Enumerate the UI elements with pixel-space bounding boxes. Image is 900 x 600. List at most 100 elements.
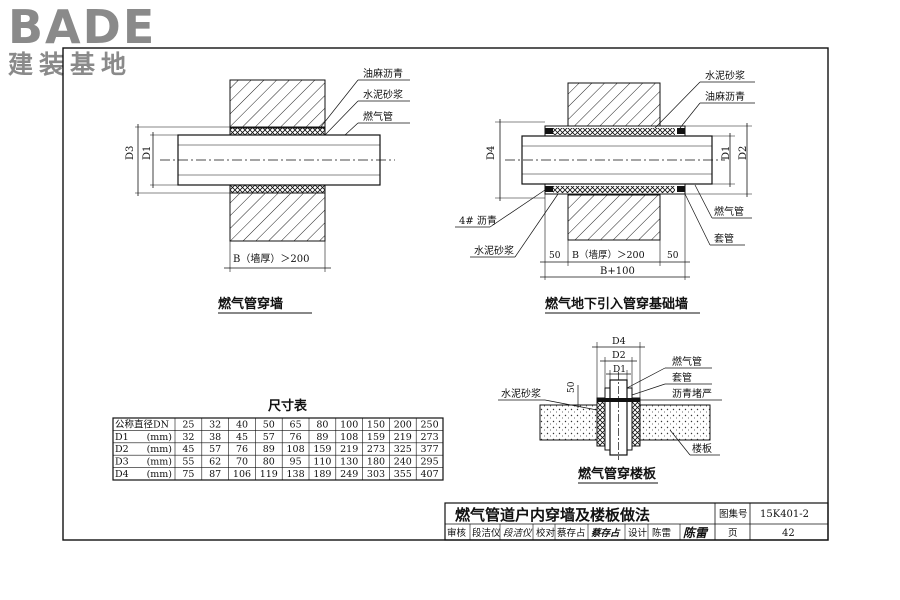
figure-2-title: 燃气地下引入管穿基础墙 xyxy=(545,296,688,312)
figure-3-title: 燃气管穿楼板 xyxy=(578,466,657,482)
design-label: 设计 xyxy=(628,527,648,539)
table-cell: 65 xyxy=(290,419,302,430)
dim-wall-thickness: B（墙厚）＞200 xyxy=(233,252,309,265)
table-cell: 273 xyxy=(421,432,439,443)
label-asphalt-seal: 沥青堵严 xyxy=(672,387,712,400)
table-cell: 32 xyxy=(209,419,221,430)
checker-signature: 蔡存占 xyxy=(591,527,621,539)
label-oil-asphalt-2: 油麻沥青 xyxy=(705,90,745,103)
table-cell: 76 xyxy=(290,432,302,443)
review-label: 审核 xyxy=(447,527,467,539)
dim-d2: D2 xyxy=(738,146,749,160)
check-label: 校对 xyxy=(536,527,556,539)
table-cell: 62 xyxy=(209,457,221,468)
table-cell: 45 xyxy=(236,432,248,443)
table-cell: 250 xyxy=(421,419,439,430)
atlas-number: 15K401-2 xyxy=(760,509,809,520)
table-cell: 55 xyxy=(182,457,194,468)
dim-50-floor: 50 xyxy=(567,381,577,393)
table-cell: 295 xyxy=(421,457,439,468)
table-row-unit: (mm) xyxy=(147,457,172,468)
table-cell: 45 xyxy=(182,444,194,455)
label-oil-asphalt: 油麻沥青 xyxy=(363,67,403,80)
table-cell: 106 xyxy=(233,469,251,480)
reviewer-name: 段洁仪 xyxy=(472,527,501,539)
dim-d3: D3 xyxy=(125,146,136,160)
floor-slab-left xyxy=(539,404,598,441)
table-cell: 180 xyxy=(367,457,385,468)
page-number: 42 xyxy=(782,528,795,539)
label-sleeve: 套管 xyxy=(714,232,734,245)
label-gas-pipe-3: 燃气管 xyxy=(672,355,702,368)
table-cell: 219 xyxy=(394,432,412,443)
table-cell: 355 xyxy=(394,469,412,480)
table-cell: 249 xyxy=(340,469,358,480)
atlas-label: 图集号 xyxy=(719,508,748,520)
dim-50-right: 50 xyxy=(667,251,679,261)
designer-signature: 陈雷 xyxy=(683,526,709,540)
table-cell: 407 xyxy=(421,469,439,480)
table-cell: 108 xyxy=(340,432,358,443)
table-row-label: D1 xyxy=(115,432,129,443)
table-cell: 108 xyxy=(287,444,305,455)
logo-brand: BADE xyxy=(8,0,157,54)
label-asphalt-4: 4# 沥青 xyxy=(459,214,497,227)
title-block: 燃气管道户内穿墙及楼板做法 图集号 15K401-2 审核 段洁仪 段洁仪 校对… xyxy=(444,502,829,541)
table-cell: 159 xyxy=(367,432,385,443)
table-cell: 89 xyxy=(316,432,328,443)
designer-name: 陈雷 xyxy=(652,527,671,539)
table-cell: 75 xyxy=(182,469,194,480)
table-row-unit: (mm) xyxy=(147,444,172,455)
table-cell: 325 xyxy=(394,444,412,455)
dim-d2-floor: D2 xyxy=(612,350,626,361)
table-cell: 50 xyxy=(263,419,275,430)
table-cell: 110 xyxy=(313,457,331,468)
checker-name: 蔡存占 xyxy=(557,527,586,539)
dim-b-plus-100: B+100 xyxy=(600,266,635,277)
logo-subtitle: 建装基地 xyxy=(8,50,133,79)
table-cell: 70 xyxy=(236,457,248,468)
label-gas-pipe: 燃气管 xyxy=(363,110,393,123)
table-row-label: D2 xyxy=(115,444,129,455)
table-cell: 40 xyxy=(236,419,248,430)
table-cell: 57 xyxy=(209,444,221,455)
table-cell: 119 xyxy=(260,469,278,480)
label-gas-pipe-2: 燃气管 xyxy=(714,205,744,218)
dim-d1: D1 xyxy=(721,146,732,160)
label-cement-mortar-3: 水泥砂浆 xyxy=(474,244,514,257)
dim-d1: D1 xyxy=(142,146,153,160)
label-cement-mortar-4: 水泥砂浆 xyxy=(501,387,541,400)
label-cement-mortar-2: 水泥砂浆 xyxy=(705,69,745,82)
table-cell: 80 xyxy=(316,419,328,430)
table-cell: 377 xyxy=(421,444,439,455)
table-cell: 200 xyxy=(394,419,412,430)
sheet-border xyxy=(62,47,829,541)
table-cell: 25 xyxy=(182,419,194,430)
dim-wall-thickness-2: B（墙厚）＞200 xyxy=(572,249,645,261)
figure-pipe-through-floor: D4 D2 D1 50 燃气管 套管 沥青堵严 楼板 水泥砂浆 燃气管穿楼板 xyxy=(498,336,722,484)
label-floor-slab: 楼板 xyxy=(692,442,712,455)
table-cell: 80 xyxy=(263,457,275,468)
table-cell: 89 xyxy=(263,444,275,455)
table-cell: 38 xyxy=(209,432,221,443)
dim-d4-floor: D4 xyxy=(612,336,626,347)
figure-1-title: 燃气管穿墙 xyxy=(218,296,283,312)
figure-pipe-through-wall: D3 D1 B（墙厚）＞200 油麻沥青 水泥砂浆 燃气管 燃气管穿墙 xyxy=(125,67,410,314)
table-cell: 303 xyxy=(367,469,385,480)
table-cell: 219 xyxy=(340,444,358,455)
table-title: 尺寸表 xyxy=(268,398,308,414)
figure-pipe-through-foundation: D4 D1 D2 50 B（墙厚）＞200 50 B+100 水泥砂浆 油麻沥青… xyxy=(455,69,755,314)
table-row-label: D3 xyxy=(115,457,129,468)
floor-slab-right xyxy=(639,404,711,441)
drawing-title: 燃气管道户内穿墙及楼板做法 xyxy=(455,506,650,524)
page-label: 页 xyxy=(728,528,738,539)
table-cell: 189 xyxy=(313,469,331,480)
table-cell: 57 xyxy=(263,432,275,443)
table-row-unit: (mm) xyxy=(147,432,172,443)
table-cell: 130 xyxy=(340,457,358,468)
table-cell: 100 xyxy=(340,419,358,430)
bade-logo: BADE 建装基地 xyxy=(8,4,178,82)
table-cell: 273 xyxy=(367,444,385,455)
table-cell: 159 xyxy=(313,444,331,455)
dim-50-left: 50 xyxy=(549,251,561,261)
